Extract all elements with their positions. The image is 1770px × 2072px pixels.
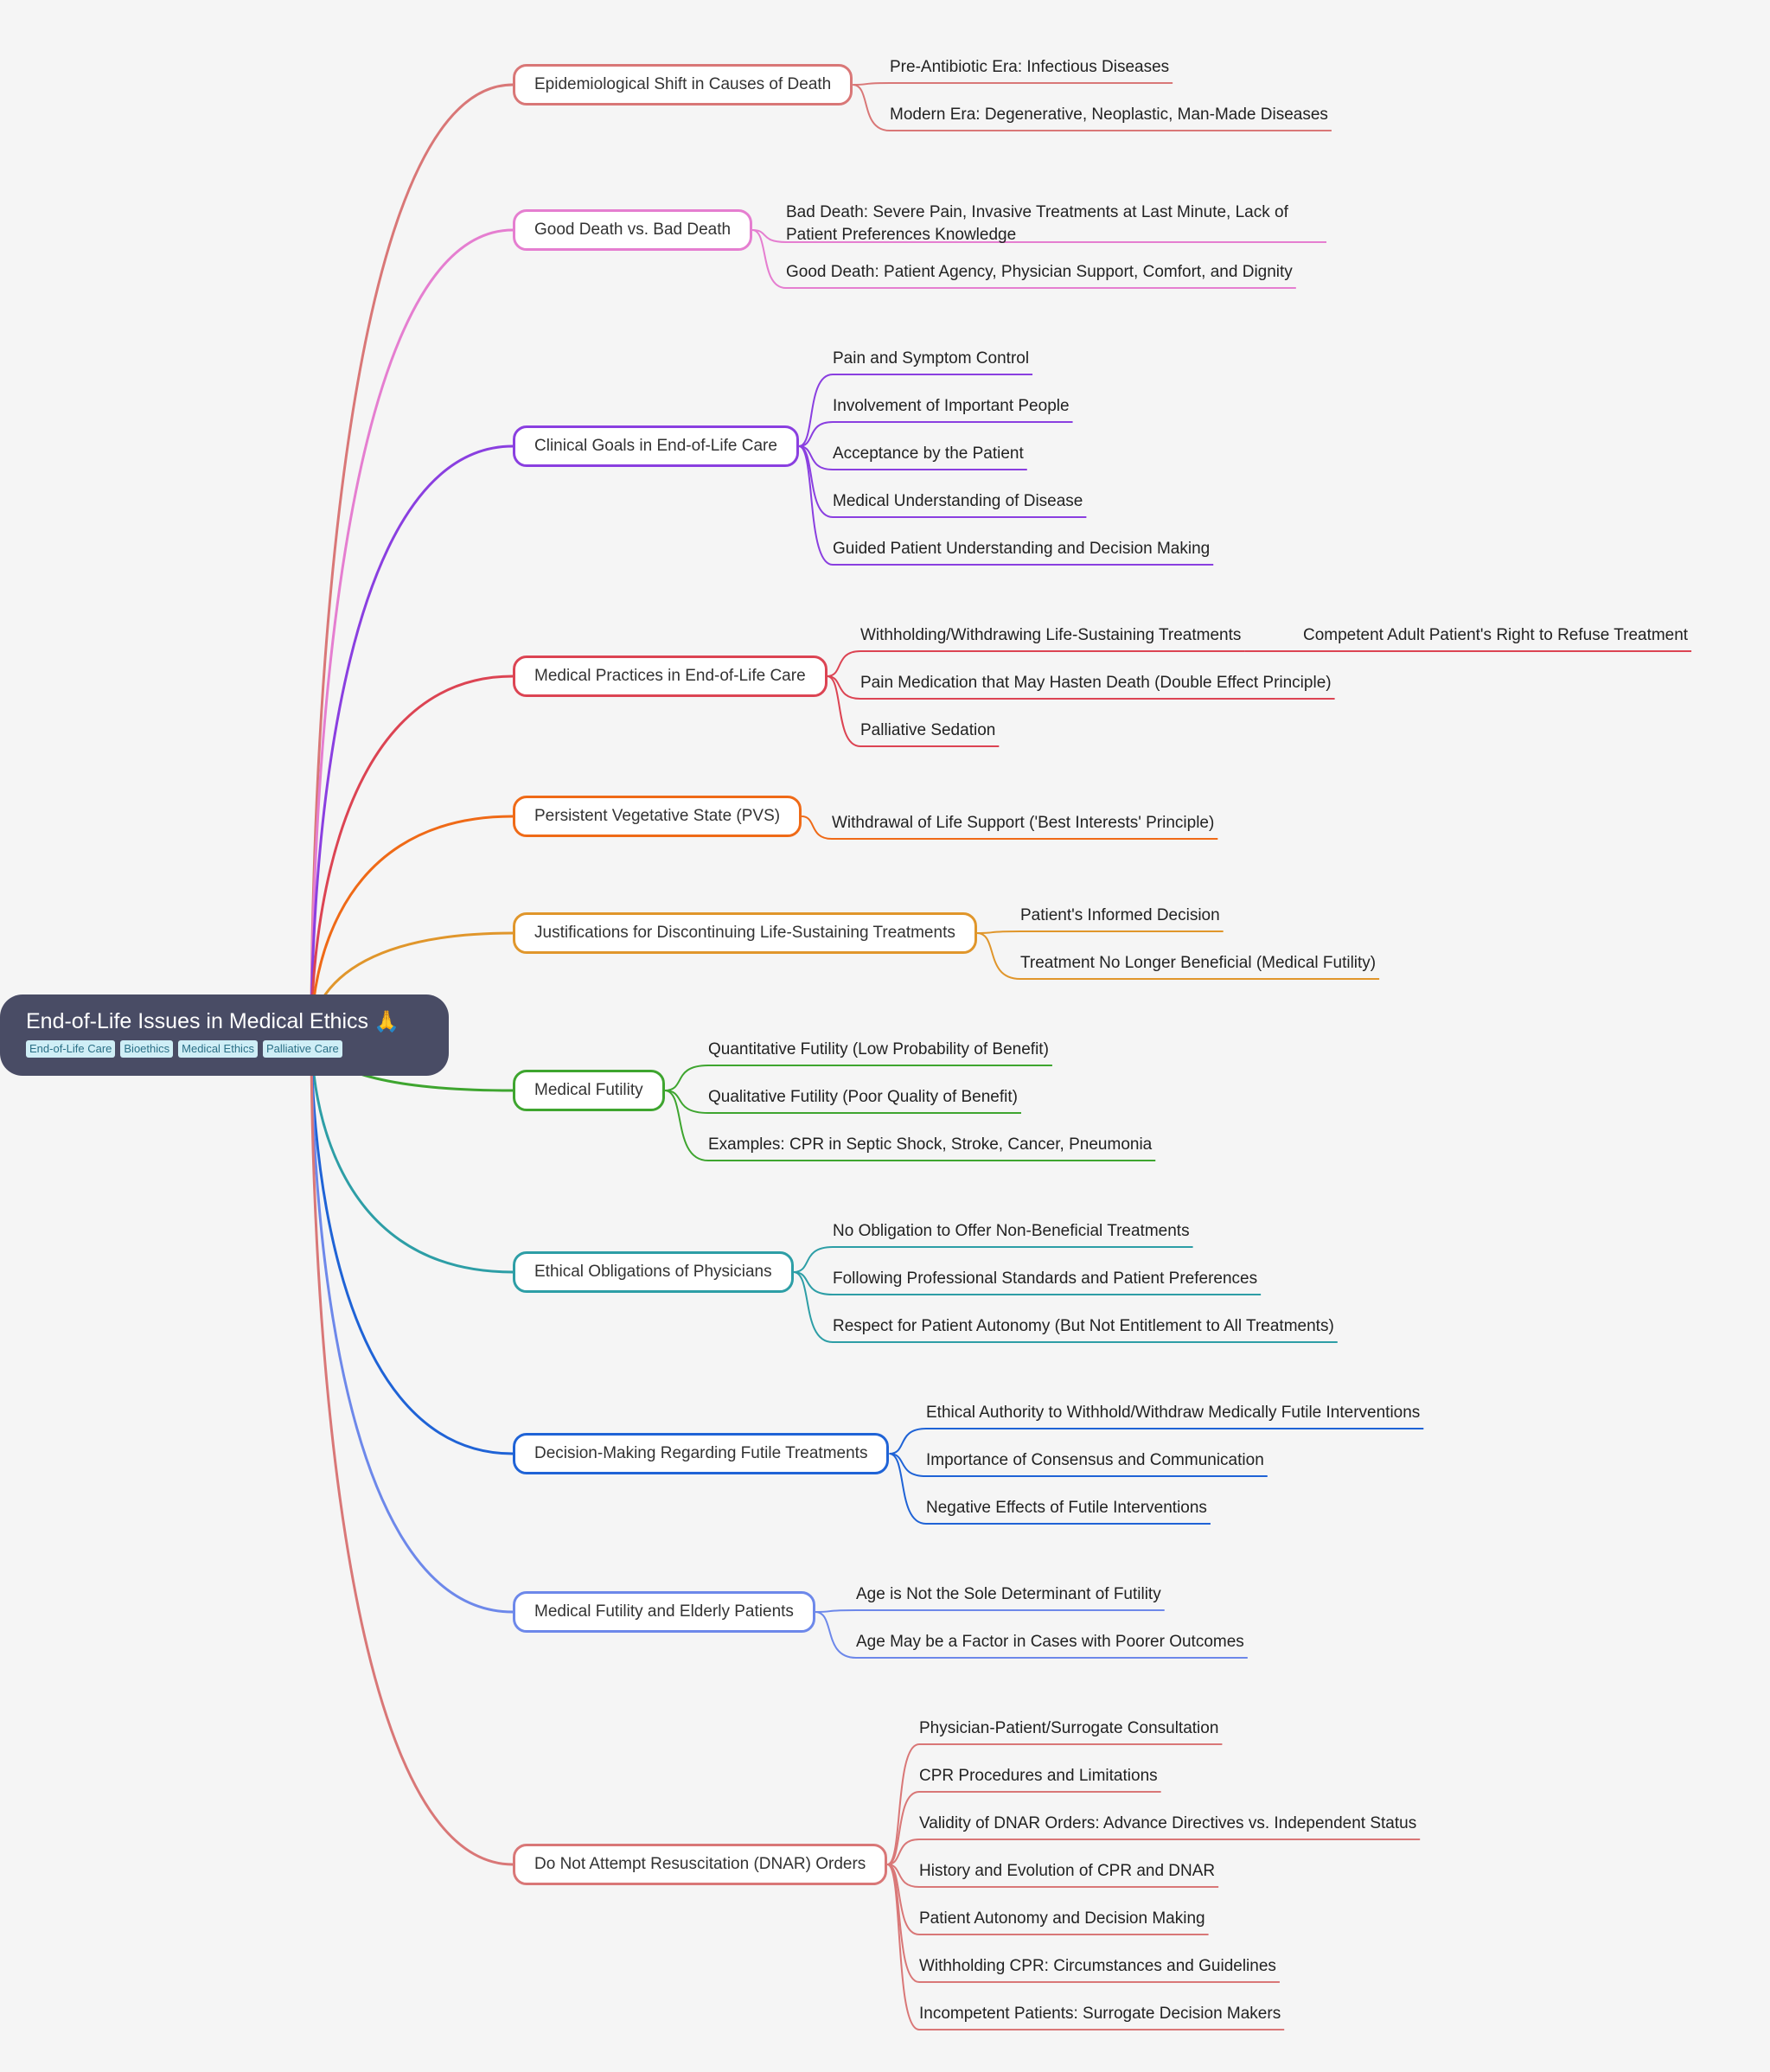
branch-leaf-connector (887, 1864, 1219, 1888)
branch-node[interactable]: Epidemiological Shift in Causes of Death (513, 64, 853, 106)
leaf-node[interactable]: Respect for Patient Autonomy (But Not En… (833, 1317, 1334, 1335)
leaf-node[interactable]: Qualitative Futility (Poor Quality of Be… (708, 1088, 1018, 1106)
root-node[interactable]: End-of-Life Issues in Medical Ethics🙏 En… (0, 994, 449, 1076)
leaf-node[interactable]: Importance of Consensus and Communicatio… (926, 1451, 1264, 1469)
branch-leaf-connector (793, 1246, 1193, 1273)
leaf-node[interactable]: Withdrawal of Life Support ('Best Intere… (832, 814, 1215, 832)
branch-leaf-connector (827, 675, 1000, 747)
leaf-node[interactable]: Physician-Patient/Surrogate Consultation (919, 1719, 1219, 1737)
branch-leaf-connector (801, 815, 1218, 840)
branch-leaf-connector (976, 932, 1380, 980)
branch-leaf-connector (815, 1609, 1165, 1613)
leaf-node[interactable]: Bad Death: Severe Pain, Invasive Treatme… (786, 203, 1288, 244)
root-branch-connector (310, 83, 514, 1036)
leaf-node[interactable]: Negative Effects of Futile Interventions (926, 1499, 1207, 1517)
leaf-node[interactable]: Pain and Symptom Control (833, 349, 1030, 368)
root-branch-connector (310, 675, 514, 1036)
leaf-node[interactable]: No Obligation to Offer Non-Beneficial Tr… (833, 1222, 1190, 1240)
branch-leaf-connector (752, 229, 1326, 243)
leaf-node[interactable]: Modern Era: Degenerative, Neoplastic, Ma… (890, 106, 1328, 124)
branch-leaf-connector (886, 1743, 1223, 1865)
leaf-node[interactable]: Guided Patient Understanding and Decisio… (833, 540, 1211, 558)
leaf-node[interactable]: Ethical Authority to Withhold/Withdraw M… (926, 1404, 1421, 1422)
root-branch-connector (310, 1034, 514, 1614)
branch-leaf-connector (793, 1271, 1338, 1343)
leaf-node[interactable]: Patient Autonomy and Decision Making (919, 1909, 1205, 1928)
branch-leaf-connector (887, 1839, 1421, 1865)
leaf-node[interactable]: Withholding CPR: Circumstances and Guide… (919, 1957, 1276, 1975)
branch-leaf-connector (815, 1611, 1248, 1659)
branch-leaf-connector (853, 84, 1332, 131)
leaf-node[interactable]: Validity of DNAR Orders: Advance Directi… (919, 1814, 1417, 1832)
branch-leaf-connector (798, 421, 1073, 447)
branch-node[interactable]: Clinical Goals in End-of-Life Care (513, 425, 799, 467)
root-branch-connector (310, 444, 514, 1036)
branch-node[interactable]: Justifications for Discontinuing Life-Su… (513, 912, 977, 954)
branch-leaf-connector (798, 445, 1027, 470)
tag[interactable]: End-of-Life Care (26, 1040, 116, 1058)
tag[interactable]: Palliative Care (262, 1040, 342, 1058)
branch-leaf-connector (827, 675, 1335, 700)
leaf-node[interactable]: Withholding/Withdrawing Life-Sustaining … (860, 626, 1242, 644)
root-branch-connector (310, 1034, 514, 1455)
branch-leaf-connector (827, 650, 1245, 677)
leaf-node[interactable]: Medical Understanding of Disease (833, 492, 1083, 510)
branch-leaf-connector (886, 1791, 1161, 1865)
leaf-node[interactable]: Acceptance by the Patient (833, 444, 1024, 463)
branch-node[interactable]: Good Death vs. Bad Death (513, 209, 753, 251)
branch-leaf-connector (886, 1864, 1285, 2030)
branch-leaf-connector (798, 445, 1214, 566)
leaf-node[interactable]: Pre-Antibiotic Era: Infectious Diseases (890, 58, 1170, 76)
root-branch-connector (310, 228, 514, 1036)
tag[interactable]: Bioethics (120, 1040, 174, 1058)
leaf-node[interactable]: Involvement of Important People (833, 397, 1070, 415)
root-branch-connector (310, 1034, 514, 1866)
root-title-row: End-of-Life Issues in Medical Ethics🙏 (26, 1007, 449, 1037)
leaf-node[interactable]: Examples: CPR in Septic Shock, Stroke, C… (708, 1135, 1153, 1154)
branch-node[interactable]: Decision-Making Regarding Futile Treatme… (513, 1433, 890, 1474)
leaf-node[interactable]: Quantitative Futility (Low Probability o… (708, 1040, 1049, 1058)
leaf-node[interactable]: Palliative Sedation (860, 721, 996, 739)
root-title: End-of-Life Issues in Medical Ethics (26, 1009, 369, 1033)
branch-leaf-connector (664, 1090, 1021, 1114)
praying-hands-icon: 🙏 (374, 1010, 399, 1033)
leaf-node[interactable]: Age May be a Factor in Cases with Poorer… (856, 1633, 1244, 1651)
branch-leaf-connector (889, 1453, 1211, 1525)
sub-leaf-node[interactable]: Competent Adult Patient's Right to Refus… (1303, 626, 1689, 644)
branch-leaf-connector (976, 930, 1224, 934)
branch-leaf-connector (889, 1428, 1424, 1455)
tag[interactable]: Medical Ethics (178, 1040, 258, 1058)
leaf-node[interactable]: Patient's Informed Decision (1020, 906, 1220, 924)
branch-node[interactable]: Do Not Attempt Resuscitation (DNAR) Orde… (513, 1844, 888, 1885)
branch-node[interactable]: Persistent Vegetative State (PVS) (513, 796, 802, 837)
leaf-node[interactable]: Following Professional Standards and Pat… (833, 1269, 1258, 1288)
leaf-node[interactable]: History and Evolution of CPR and DNAR (919, 1862, 1216, 1880)
branch-node[interactable]: Medical Futility and Elderly Patients (513, 1591, 815, 1633)
branch-leaf-connector (664, 1090, 1156, 1161)
branch-node[interactable]: Ethical Obligations of Physicians (513, 1251, 794, 1293)
leaf-node[interactable]: CPR Procedures and Limitations (919, 1767, 1158, 1785)
leaf-node[interactable]: Age is Not the Sole Determinant of Futil… (856, 1585, 1161, 1603)
leaf-node[interactable]: Pain Medication that May Hasten Death (D… (860, 674, 1332, 692)
branch-leaf-connector (751, 229, 1296, 289)
leaf-node[interactable]: Good Death: Patient Agency, Physician Su… (786, 263, 1293, 281)
branch-leaf-connector (889, 1453, 1268, 1477)
branch-node[interactable]: Medical Futility (513, 1070, 665, 1111)
branch-node[interactable]: Medical Practices in End-of-Life Care (513, 655, 827, 697)
branch-leaf-connector (664, 1065, 1052, 1091)
branch-leaf-connector (793, 1271, 1262, 1295)
branch-leaf-connector (853, 82, 1173, 86)
leaf-node[interactable]: Incompetent Patients: Surrogate Decision… (919, 2005, 1281, 2023)
branch-leaf-connector (798, 374, 1033, 447)
leaf-node[interactable]: Treatment No Longer Beneficial (Medical … (1020, 954, 1377, 972)
